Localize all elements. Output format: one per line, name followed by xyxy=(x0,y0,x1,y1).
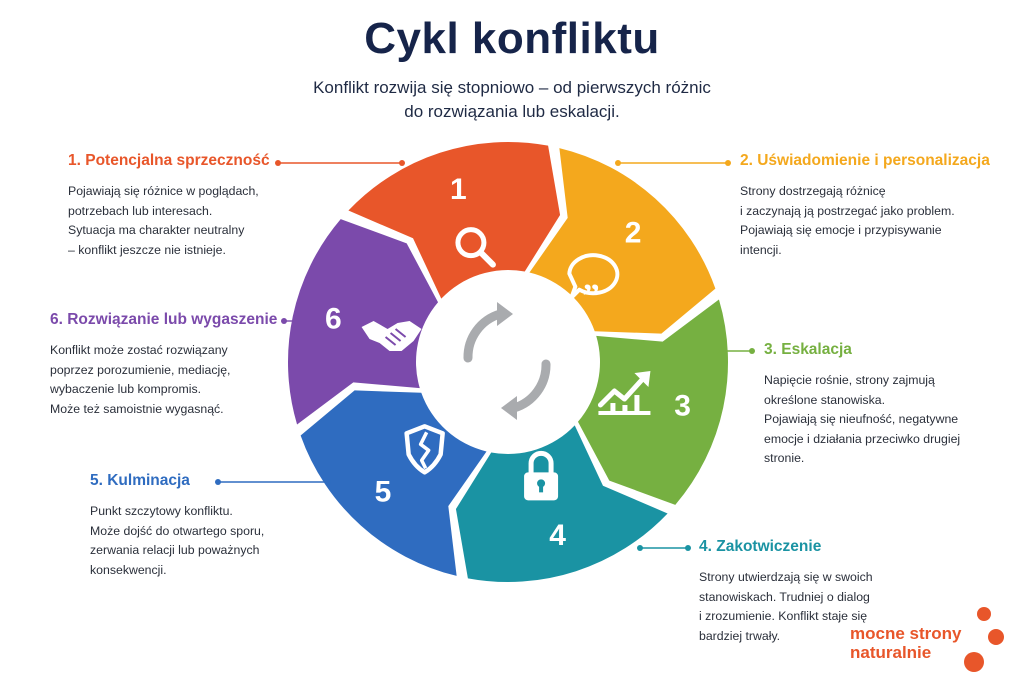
step-6-block: 6. Rozwiązanie lub wygaszenie Konflikt m… xyxy=(50,311,277,419)
step-1-block: 1. Potencjalna sprzeczność Pojawiają się… xyxy=(68,152,270,260)
step-6-line-4: Może też samoistnie wygasnąć. xyxy=(50,401,224,416)
leader-dot-6 xyxy=(281,318,287,324)
step-4-line-4: bardziej trwały. xyxy=(699,628,781,643)
step-5-line-1: Punkt szczytowy konfliktu. xyxy=(90,504,233,518)
leader-dot-3-b xyxy=(749,348,755,354)
step-5-title: 5. Kulminacja xyxy=(90,472,190,489)
rising-chart-icon xyxy=(597,371,651,416)
step-2-line-1: Strony dostrzegają różnicę xyxy=(740,184,886,198)
leader-dot-2-b xyxy=(725,160,731,166)
step-6-line-1: Konflikt może zostać rozwiązany xyxy=(50,343,228,357)
step-3-title: 3. Eskalacja xyxy=(764,341,852,358)
step-3-line-4: emocje i działania przeciwko drugiej xyxy=(764,431,961,446)
step-5-line-2: Może dojść do otwartego sporu, xyxy=(90,523,265,538)
segment-6 xyxy=(288,219,439,425)
step-4-line-1: Strony utwierdzają się w swoich xyxy=(699,570,873,584)
step-2-line-2: i zaczynają ją postrzegać jako problem. xyxy=(740,203,955,218)
leader-dot-4 xyxy=(637,545,643,551)
page-subtitle: Konflikt rozwija się stopniowo – od pier… xyxy=(0,76,1024,124)
step-3-line-3: Pojawiają się nieufność, negatywne xyxy=(764,412,959,426)
step-2-line-3: Pojawiają się emocje i przypisywanie xyxy=(740,223,942,237)
brand-line-1: mocne strony xyxy=(850,624,962,643)
page-title: Cykl konfliktu xyxy=(364,14,660,63)
step-3-line-5: stronie. xyxy=(764,451,805,465)
leader-dot-4-b xyxy=(685,545,691,551)
leader-dot-1 xyxy=(275,160,281,166)
leader-dot-6-b xyxy=(293,318,299,324)
segment-4 xyxy=(455,425,668,582)
step-6-line-2: poprzez porozumienie, mediację, xyxy=(50,362,231,377)
step-5-line-4: konsekwencji. xyxy=(90,562,167,577)
segment-3 xyxy=(577,299,729,505)
segment-2 xyxy=(529,148,716,334)
brand-dots-icon xyxy=(964,607,1004,672)
step-5-line-3: zerwania relacji lub poważnych xyxy=(90,543,260,557)
step-1-line-3: Sytuacja ma charakter neutralny xyxy=(68,223,245,237)
step-4-block: 4. Zakotwiczenie Strony utwierdzają się … xyxy=(699,538,873,646)
step-4-line-2: stanowiskach. Trudniej o dialog xyxy=(699,589,870,604)
segment-3-number: 3 xyxy=(674,390,691,423)
leader-dot-3 xyxy=(713,348,719,354)
step-5-block: 5. Kulminacja Punkt szczytowy konfliktu.… xyxy=(90,472,264,580)
subtitle-line-2: do rozwiązania lub eskalacji. xyxy=(404,102,620,121)
step-6-line-3: wybaczenie lub kompromis. xyxy=(50,382,202,396)
step-6-title: 6. Rozwiązanie lub wygaszenie xyxy=(50,311,278,328)
step-2-block: 2. Uświadomienie i personalizacja Strony… xyxy=(740,152,990,260)
step-1-line-1: Pojawiają się różnice w poglądach, xyxy=(68,184,259,198)
step-4-line-3: i zrozumienie. Konflikt staje się xyxy=(699,609,868,623)
step-3-block: 3. Eskalacja Napięcie rośnie, strony zaj… xyxy=(764,341,960,469)
step-2-line-4: intencji. xyxy=(740,242,782,257)
leader-dot-5 xyxy=(215,479,221,485)
leader-dot-1-b xyxy=(399,160,405,166)
segment-1-number: 1 xyxy=(450,173,467,206)
segment-5 xyxy=(300,390,487,576)
cracked-shield-icon xyxy=(404,424,445,475)
segment-2-number: 2 xyxy=(625,217,642,250)
step-3-line-1: Napięcie rośnie, strony zajmują xyxy=(764,373,935,387)
leader-dot-5-b xyxy=(325,479,331,485)
handshake-icon xyxy=(361,320,422,351)
padlock-icon xyxy=(524,450,559,501)
step-4-title: 4. Zakotwiczenie xyxy=(699,538,822,555)
step-1-line-2: potrzebach lub interesach. xyxy=(68,203,213,218)
speech-bubble-icon: „ xyxy=(567,253,620,300)
svg-text:„: „ xyxy=(583,261,600,298)
segment-5-number: 5 xyxy=(375,475,392,508)
cycle-arrows-icon xyxy=(463,302,551,420)
step-3-line-2: określone stanowiska. xyxy=(764,392,885,407)
subtitle-line-1: Konflikt rozwija się stopniowo – od pier… xyxy=(313,78,711,97)
segment-4-number: 4 xyxy=(549,519,566,552)
brand-logo: mocne strony naturalnie xyxy=(850,624,961,662)
step-1-title: 1. Potencjalna sprzeczność xyxy=(68,152,270,169)
segment-6-number: 6 xyxy=(325,302,342,335)
leader-dot-2 xyxy=(615,160,621,166)
segment-1 xyxy=(348,142,561,299)
magnifier-icon xyxy=(455,227,496,268)
step-2-title: 2. Uświadomienie i personalizacja xyxy=(740,152,990,169)
step-1-line-4: – konflikt jeszcze nie istnieje. xyxy=(68,242,226,257)
brand-line-2: naturalnie xyxy=(850,643,932,662)
